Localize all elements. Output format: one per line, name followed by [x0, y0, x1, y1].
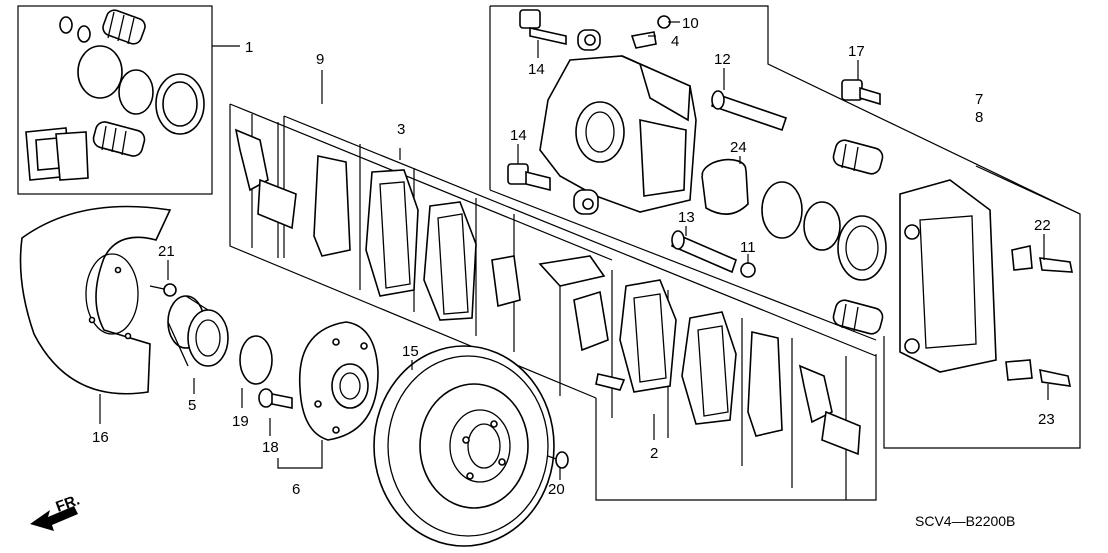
- caliper-piston: [701, 158, 887, 281]
- caliper-body: [539, 15, 697, 215]
- wear-shim: [491, 255, 606, 308]
- pad-shim-1: [234, 128, 297, 230]
- front-direction-arrow: FR.: [30, 492, 82, 531]
- pad-retainer-lower: [1005, 359, 1072, 387]
- caliper-bracket: [899, 179, 997, 373]
- callout-24: 24: [730, 139, 747, 156]
- callout-3: 3: [397, 121, 405, 138]
- brake-disc: [373, 345, 555, 547]
- callout-19: 19: [232, 413, 249, 430]
- brake-pad-inner-b: [423, 201, 477, 321]
- pin-boot-right-upper: [832, 139, 884, 175]
- callout-4: 4: [671, 33, 679, 50]
- callout-7: 7: [975, 91, 983, 108]
- pin-boot-lower: [92, 121, 146, 157]
- callout-1: 1: [245, 39, 253, 56]
- callout-20: 20: [548, 481, 565, 498]
- callout-12: 12: [714, 51, 731, 68]
- callout-14-upper: 14: [528, 61, 545, 78]
- hub-bearing: [167, 295, 229, 367]
- seal-kit-box: [17, 5, 240, 195]
- splash-shield: [19, 205, 172, 395]
- brake-pad-outer-a: [595, 279, 677, 393]
- anti-squeal-shim: [573, 290, 609, 352]
- pad-spring-outer: [798, 364, 861, 456]
- callout-10: 10: [682, 15, 699, 32]
- shield-screw: [149, 283, 177, 297]
- brake-pad-inner-a: [365, 169, 419, 297]
- callout-17: 17: [848, 43, 865, 60]
- callout-15: 15: [402, 343, 419, 360]
- caliper-bolt-upper: [519, 9, 567, 45]
- pin-boot-right-lower: [832, 299, 884, 335]
- pad-shim-outer: [747, 331, 783, 437]
- callout-9: 9: [316, 51, 324, 68]
- callout-22: 22: [1034, 217, 1051, 234]
- brake-pad-outer-b: [681, 311, 737, 425]
- hub-leader: [277, 440, 323, 469]
- direction-label: FR.: [54, 492, 83, 516]
- guide-pin-lower: [671, 230, 756, 278]
- bracket-bolt: [841, 79, 881, 106]
- wheel-hub: [298, 321, 379, 441]
- callout-11: 11: [740, 239, 756, 256]
- callout-18: 18: [262, 439, 279, 456]
- callout-2: 2: [650, 445, 658, 462]
- callout-14-lower: 14: [510, 127, 527, 144]
- callout-labels: 1 2 3 4 5 6 7 8 9 10 11 12 13 14 14 15 1…: [92, 15, 1055, 498]
- callout-5: 5: [188, 397, 196, 414]
- disc-screw: [547, 451, 569, 469]
- callout-13: 13: [678, 209, 695, 226]
- callout-21: 21: [158, 243, 175, 260]
- callout-23: 23: [1038, 411, 1055, 428]
- pad-retainer-upper: [1011, 245, 1073, 273]
- caliper-bracket-box: [489, 5, 1081, 449]
- hub-bolt: [258, 388, 293, 409]
- caliper-bolt-lower: [507, 163, 551, 192]
- callout-leaders: [99, 21, 1049, 480]
- callout-6: 6: [292, 481, 300, 498]
- callout-16: 16: [92, 429, 109, 446]
- pad-shim-2: [313, 155, 351, 257]
- guide-pin-upper: [710, 90, 788, 132]
- pin-boot-upper: [102, 9, 146, 45]
- snap-ring: [239, 335, 273, 385]
- callout-8: 8: [975, 109, 983, 126]
- diagram-code: SCV4—B2200B: [915, 513, 1015, 529]
